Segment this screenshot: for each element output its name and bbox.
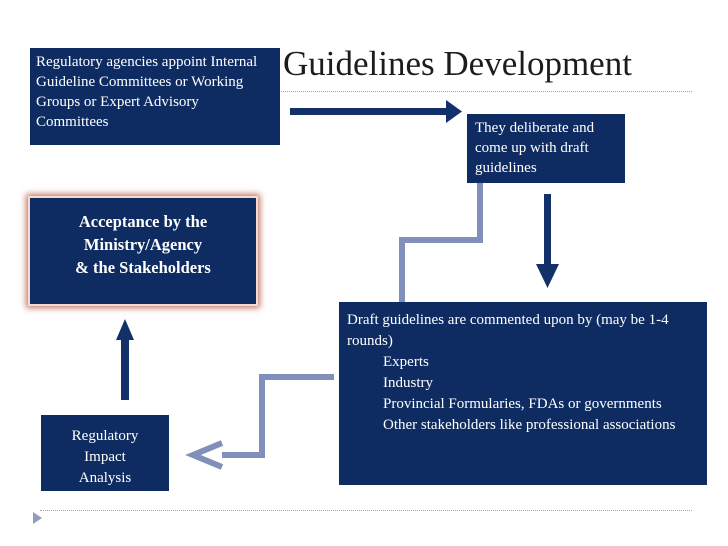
ria-line-1: Regulatory (71, 428, 139, 444)
appoint-committees-text: Regulatory agencies appoint Internal Gui… (36, 54, 258, 130)
commenter-item: Industry (383, 375, 433, 391)
bullet-triangle-icon (33, 512, 42, 524)
draft-comments-box: Draft guidelines are commented upon by (… (339, 302, 707, 485)
acceptance-line-3: & the Stakeholders (75, 258, 211, 277)
ria-line-3: Analysis (78, 470, 132, 486)
ria-line-2: Impact (84, 449, 126, 465)
acceptance-line-2: Ministry/Agency (83, 235, 203, 254)
commenter-item: Other stakeholders like professional ass… (383, 417, 676, 433)
step-connector-upper (399, 183, 483, 302)
footer-divider (40, 510, 692, 511)
arrow-down-deliberate-to-draft (536, 194, 559, 288)
arrow-left-draft-to-ria (185, 374, 334, 470)
deliberate-text: They deliberate and come up with draft g… (475, 120, 595, 176)
commenter-item: Experts (383, 354, 429, 370)
appoint-committees-box: Regulatory agencies appoint Internal Gui… (30, 48, 280, 145)
regulatory-impact-analysis-box: Regulatory Impact Analysis (41, 415, 169, 491)
deliberate-box: They deliberate and come up with draft g… (467, 114, 625, 183)
arrow-up-ria-to-acceptance (116, 319, 134, 400)
arrow-right-appoint-to-deliberate (290, 100, 462, 123)
acceptance-line-1: Acceptance by the (78, 212, 208, 231)
draft-comments-intro: Draft guidelines are commented upon by (… (347, 312, 669, 349)
page-title: Guidelines Development (283, 44, 632, 83)
commenter-item: Provincial Formularies, FDAs or governme… (383, 396, 662, 412)
title-divider (262, 91, 692, 92)
acceptance-box: Acceptance by the Ministry/Agency & the … (28, 196, 258, 306)
